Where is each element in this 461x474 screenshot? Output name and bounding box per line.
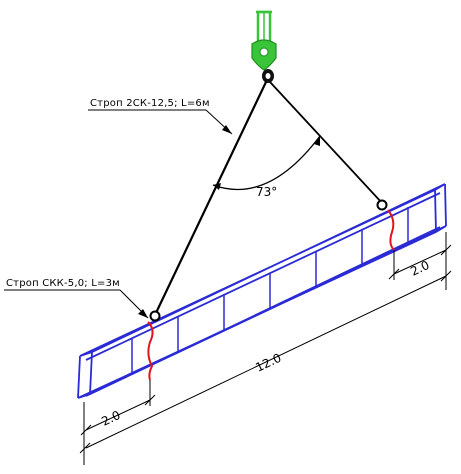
lower-sling-label: Строп СКК-5,0; L=3м [6, 278, 120, 289]
left-shackle-icon [149, 310, 161, 322]
right-choker [387, 209, 395, 251]
right-shackle-icon [376, 199, 388, 211]
i-beam [77, 183, 447, 399]
angle-arc [212, 135, 321, 191]
crane-hook-icon [251, 10, 277, 83]
sling-legs [154, 81, 384, 316]
lower-sling-callout: Строп СКК-5,0; L=3м [4, 278, 149, 319]
upper-sling-callout: Строп 2СК-12,5; L=6м [88, 98, 233, 135]
left-sling-leg [154, 81, 267, 316]
right-sling-leg [269, 81, 384, 205]
sling-wraps [147, 209, 395, 381]
left-choker [147, 321, 154, 381]
dim-left-label: 2.0 [99, 408, 122, 429]
upper-sling-label: Строп 2СК-12,5; L=6м [90, 98, 210, 109]
angle-label: 73° [256, 185, 277, 199]
dim-right-label: 2.0 [408, 258, 431, 279]
dim-total-label: 12.0 [253, 351, 283, 375]
shackles [149, 199, 388, 322]
dimension-lines [79, 232, 452, 465]
